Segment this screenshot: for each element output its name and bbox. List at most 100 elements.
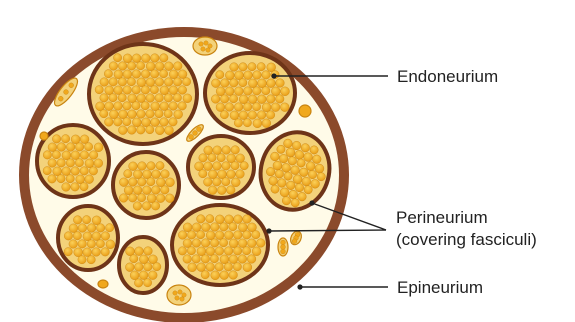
nerve-fiber (239, 63, 247, 71)
nerve-fiber (234, 215, 243, 224)
nerve-fiber (183, 239, 192, 248)
nerve-fiber (69, 224, 78, 233)
nerve-fiber (48, 159, 57, 168)
nerve-fiber (148, 271, 157, 280)
nerve-fiber (52, 135, 60, 143)
nerve-fiber (178, 70, 187, 79)
nerve-fiber (141, 102, 149, 110)
nerve-fiber (137, 194, 145, 202)
vessel-fiber (204, 41, 208, 45)
nerve-fiber (137, 78, 146, 87)
nerve-fiber (164, 110, 172, 118)
nerve-fiber (164, 94, 172, 102)
nerve-fiber (144, 247, 153, 256)
nerve-fiber (105, 224, 113, 232)
nerve-fiber (52, 151, 60, 159)
nerve-fiber (83, 232, 92, 241)
nerve-fiber (57, 159, 65, 167)
nerve-fiber (87, 224, 96, 233)
nerve-fiber (236, 170, 245, 179)
nerve-fiber (239, 95, 248, 104)
nerve-fiber (61, 135, 69, 143)
nerve-fiber (197, 263, 206, 272)
nerve-fiber (100, 110, 108, 118)
nerve-fiber (257, 239, 266, 248)
nerve-fiber (109, 94, 117, 102)
nerve-fiber (66, 159, 74, 167)
nerve-fiber (152, 170, 161, 179)
vessel-fiber (281, 245, 286, 250)
nerve-fiber (105, 118, 114, 127)
nerve-fiber (141, 54, 150, 63)
nerve-fiber (94, 143, 103, 152)
fascicle (172, 205, 268, 285)
vessel-fiber (178, 290, 182, 294)
nerve-fiber (178, 102, 186, 110)
nerve-fiber (234, 103, 243, 112)
nerve-fiber (192, 255, 200, 263)
nerve-fiber (92, 232, 101, 241)
nerve-fiber (80, 167, 88, 175)
nerve-fiber (75, 143, 83, 151)
nerve-fiber (257, 63, 265, 71)
nerve-fiber (109, 110, 118, 119)
vessel-fiber (206, 48, 210, 52)
nerve-fiber (64, 232, 72, 240)
nerve-fiber (169, 70, 178, 79)
nerve-fiber (192, 223, 201, 232)
nerve-fiber (173, 94, 181, 102)
nerve-fiber (215, 231, 224, 240)
nerve-fiber (94, 159, 103, 168)
nerve-fiber (160, 54, 168, 62)
nerve-fiber (217, 154, 225, 162)
vessel (278, 238, 288, 256)
nerve-fiber (234, 231, 243, 240)
nerve-fiber (147, 194, 156, 203)
nerve-fiber (238, 239, 247, 248)
nerve-fiber (151, 118, 160, 127)
nerve-fiber (144, 263, 152, 271)
nerve-fiber (129, 178, 138, 187)
nerve-fiber (133, 170, 142, 179)
vessel (193, 37, 217, 55)
nerve-fiber (201, 255, 209, 263)
nerve-fiber (164, 78, 173, 87)
nerve-fiber (220, 271, 229, 280)
nerve-fiber (87, 256, 95, 264)
vessel-fiber (199, 42, 203, 46)
nerve-fiber (165, 194, 174, 203)
nerve-fiber (78, 256, 86, 264)
nerve-fiber (80, 151, 89, 160)
nerve-fiber (210, 239, 218, 247)
nerve-fiber (271, 87, 280, 96)
nerve-fiber (216, 87, 225, 96)
nerve-fiber (146, 62, 155, 71)
fascicle (119, 237, 167, 293)
nerve-fiber (206, 215, 214, 223)
nerve-fiber (211, 79, 220, 88)
vessel-fiber (281, 240, 286, 245)
nerve-fiber (100, 78, 109, 87)
nerve-fiber (174, 110, 183, 119)
nerve-fiber (123, 54, 132, 63)
nerve-fiber (160, 86, 169, 95)
nerve-fiber (123, 118, 131, 126)
nerve-fiber (66, 175, 74, 183)
nerve-fiber (139, 255, 148, 264)
nerve-fiber (243, 215, 252, 224)
nerve-fiber (100, 94, 108, 102)
nerve-fiber (152, 186, 161, 195)
nerve-fiber (127, 62, 135, 70)
nerve-fiber (221, 79, 230, 88)
nerve-fiber (257, 95, 266, 104)
nerve-fiber (69, 240, 78, 249)
nerve-fiber (262, 87, 270, 95)
nerve-fiber (95, 86, 103, 94)
nerve-fiber (85, 159, 94, 168)
nerve-fiber (101, 232, 110, 241)
nerve-fiber (135, 263, 144, 272)
nerve-fiber (267, 79, 276, 88)
nerve-fiber (141, 70, 150, 79)
nerve-fiber (230, 111, 239, 120)
nerve-fiber (138, 178, 146, 186)
